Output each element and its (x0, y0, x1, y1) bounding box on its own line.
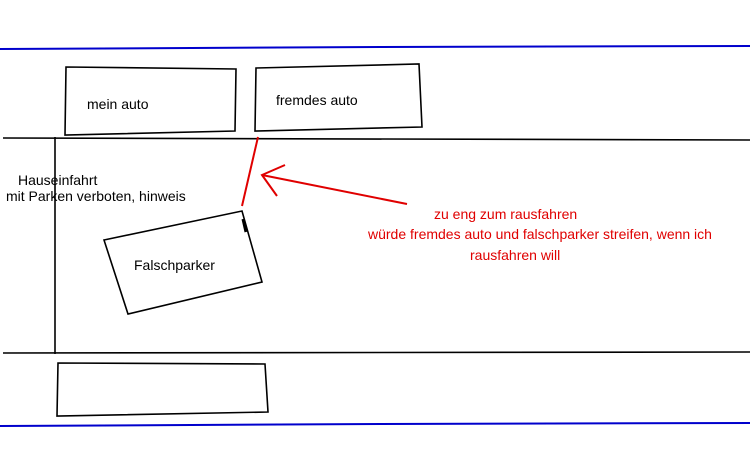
road-edge-bottom (0, 422, 750, 427)
other-car-box (254, 63, 423, 132)
my-car-box (64, 66, 237, 136)
arrow-shaft (261, 174, 408, 205)
driveway-label-line2: mit Parken verboten, hinweis (6, 188, 186, 204)
lane-line-upper (2, 137, 750, 141)
wrong-parker-label: Falschparker (134, 257, 215, 273)
my-car-label: mein auto (87, 96, 149, 112)
other-car-label: fremdes auto (276, 92, 358, 108)
bottom-car-box (56, 362, 269, 417)
lane-line-lower (2, 351, 750, 354)
driveway-label-line1: Hauseinfahrt (18, 172, 97, 188)
note-line-1: zu eng zum rausfahren (434, 206, 577, 222)
note-line-3: rausfahren will (470, 247, 560, 263)
wrong-parker-box (102, 210, 263, 315)
note-line-2: würde fremdes auto und falschparker stre… (367, 226, 712, 242)
arrow-head (260, 164, 286, 197)
road-edge-top (0, 45, 750, 50)
gap-line (241, 136, 259, 207)
wrong-parker-mark (241, 218, 248, 233)
